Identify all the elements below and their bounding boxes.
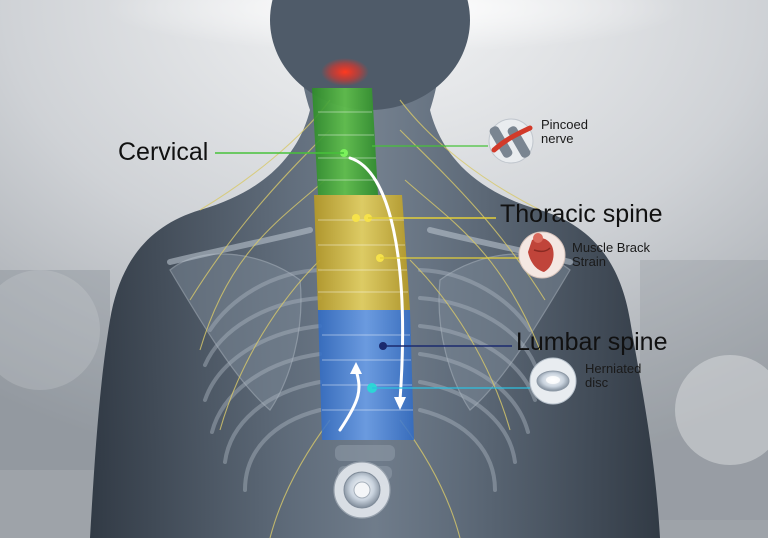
cervical-label: Cervical — [118, 138, 209, 166]
arrow-up — [338, 368, 361, 432]
herniated-disc-line2: disc — [585, 375, 609, 391]
muscle-strain-line2: Strain — [572, 254, 606, 270]
thoracic-region — [314, 195, 410, 310]
flow-arrows — [338, 156, 405, 432]
left-clavicle — [167, 227, 313, 265]
cervical-region — [312, 88, 378, 195]
pinched-nerve-line1: Pincoed — [541, 117, 588, 132]
muscle-strain-label: Muscle Brack Strain — [572, 240, 651, 270]
pain-hotspot — [321, 58, 369, 86]
herniated-disc-line1: Herniated — [585, 361, 642, 376]
rib-cage — [203, 268, 537, 492]
head — [270, 0, 470, 110]
pinched-nerve-icon — [488, 118, 534, 164]
blur-equipment-right — [640, 260, 768, 520]
lumbar-region — [318, 310, 414, 440]
lumbar-spine-label: Lumbar spine — [516, 328, 668, 356]
blur-light-left — [0, 270, 100, 390]
vertebrae — [318, 111, 413, 411]
arrow-down-head — [394, 397, 406, 410]
arrow-up-head — [350, 362, 362, 374]
left-scapula — [169, 253, 302, 411]
blur-light-right — [675, 355, 768, 465]
muscle-strain-icon — [518, 231, 566, 279]
right-scapula — [438, 253, 571, 411]
herniated-disc-icon — [529, 357, 577, 405]
herniated-disc-label: Herniated disc — [585, 361, 642, 391]
pinched-nerve-label: Pincoed nerve — [541, 117, 588, 147]
disc-icon — [333, 461, 391, 519]
thoracic-spine-label: Thoracic spine — [500, 200, 663, 228]
blur-equipment-left — [0, 270, 110, 470]
thoracic-marker-a — [352, 214, 360, 222]
arrow-down — [348, 156, 405, 402]
pinched-nerve-line2: nerve — [541, 131, 574, 147]
muscle-strain-line1: Muscle Brack — [572, 240, 651, 255]
